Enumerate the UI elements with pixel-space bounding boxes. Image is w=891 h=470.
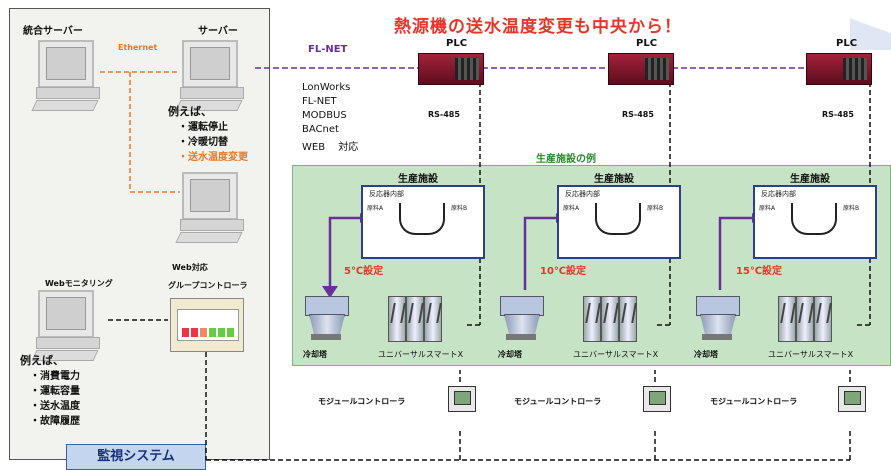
module-controller-device-icon [448, 386, 476, 412]
facility-label: 生産施設 [594, 174, 634, 185]
client-computer-icon [180, 172, 246, 231]
fl-net-label: FL-NET [308, 44, 348, 55]
protocol-item: FL-NET [302, 96, 337, 107]
heat-pump-unit-icon [778, 296, 832, 342]
facility-label: 生産施設 [398, 174, 438, 185]
plc-device-icon [418, 53, 484, 85]
integrated-server-computer-icon [36, 40, 102, 99]
page-corner-decoration [850, 0, 891, 50]
rs485-label: RS-485 [428, 110, 460, 119]
material-a-label: 原料A [759, 205, 776, 212]
protocol-item: BACnet [302, 124, 339, 135]
reactor-vessel-icon [791, 203, 837, 235]
reactor-diagram: 反応器内部 原料A 原料B [361, 185, 485, 259]
ethernet-label: Ethernet [118, 43, 158, 52]
module-controller-label: モジュールコントローラ [318, 397, 406, 406]
plc-device-icon [608, 53, 674, 85]
server-example-item: ・運転停止 [178, 122, 228, 133]
plc-label: PLC [836, 38, 858, 49]
reactor-label: 反応器内部 [369, 190, 404, 198]
temperature-setting: 10℃設定 [540, 266, 587, 277]
server-computer-icon [180, 40, 246, 99]
web-controller-label-line1: Web対応 [172, 263, 208, 272]
monitor-example-item: ・消費電力 [30, 371, 80, 382]
plc-device-icon [806, 53, 872, 85]
cooling-tower-icon [500, 296, 544, 342]
material-b-label: 原料B [843, 205, 860, 212]
production-example-label: 生産施設の例 [536, 154, 596, 165]
plc-label: PLC [636, 38, 658, 49]
universal-smart-x-label: ユニバーサルスマートX [768, 350, 854, 359]
material-b-label: 原料B [451, 205, 468, 212]
material-b-label: 原料B [647, 205, 664, 212]
module-controller-device-icon [643, 386, 671, 412]
server-examples-title: 例えば、 [168, 105, 212, 118]
rs485-label: RS-485 [822, 110, 854, 119]
module-controller-device-icon [838, 386, 866, 412]
facility-label: 生産施設 [790, 174, 830, 185]
server-label: サーバー [198, 26, 238, 37]
web-controller-label-line2: グループコントローラ [168, 281, 248, 290]
cooling-tower-label: 冷却塔 [303, 350, 327, 359]
monitor-example-item: ・運転容量 [30, 386, 80, 397]
temperature-setting: 15℃設定 [736, 266, 783, 277]
protocol-item: MODBUS [302, 110, 347, 121]
reactor-diagram: 反応器内部 原料A 原料B [753, 185, 877, 259]
module-controller-label: モジュールコントローラ [710, 397, 798, 406]
temperature-setting: 5℃設定 [344, 266, 384, 277]
cooling-tower-icon [305, 296, 349, 342]
plc-label: PLC [446, 38, 468, 49]
protocol-item: WEB 対応 [302, 142, 359, 153]
reactor-label: 反応器内部 [761, 190, 796, 198]
integrated-server-label: 統合サーバー [23, 26, 83, 37]
page-title: 熱源機の送水温度変更も中央から！ [394, 17, 682, 37]
universal-smart-x-label: ユニバーサルスマートX [573, 350, 659, 359]
universal-smart-x-label: ユニバーサルスマートX [378, 350, 464, 359]
cooling-tower-label: 冷却塔 [694, 350, 718, 359]
monitor-example-item: ・送水温度 [30, 401, 80, 412]
material-a-label: 原料A [563, 205, 580, 212]
group-controller-device [170, 298, 244, 352]
server-example-item: ・冷暖切替 [178, 137, 228, 148]
module-controller-label: モジュールコントローラ [514, 397, 602, 406]
monitor-example-item: ・故障履歴 [30, 416, 80, 427]
server-example-item-highlight: ・送水温度変更 [178, 152, 248, 163]
heat-pump-unit-icon [583, 296, 637, 342]
rs485-label: RS-485 [622, 110, 654, 119]
heat-pump-unit-icon [388, 296, 442, 342]
reactor-vessel-icon [595, 203, 641, 235]
cooling-tower-label: 冷却塔 [498, 350, 522, 359]
cooling-tower-icon [696, 296, 740, 342]
web-monitoring-computer-icon [36, 290, 102, 349]
monitor-examples-title: 例えば、 [20, 354, 64, 367]
reactor-vessel-icon [399, 203, 445, 235]
material-a-label: 原料A [367, 205, 384, 212]
reactor-diagram: 反応器内部 原料A 原料B [557, 185, 681, 259]
reactor-label: 反応器内部 [565, 190, 600, 198]
protocol-item: LonWorks [302, 82, 351, 93]
web-monitoring-label: Webモニタリング [45, 279, 113, 288]
